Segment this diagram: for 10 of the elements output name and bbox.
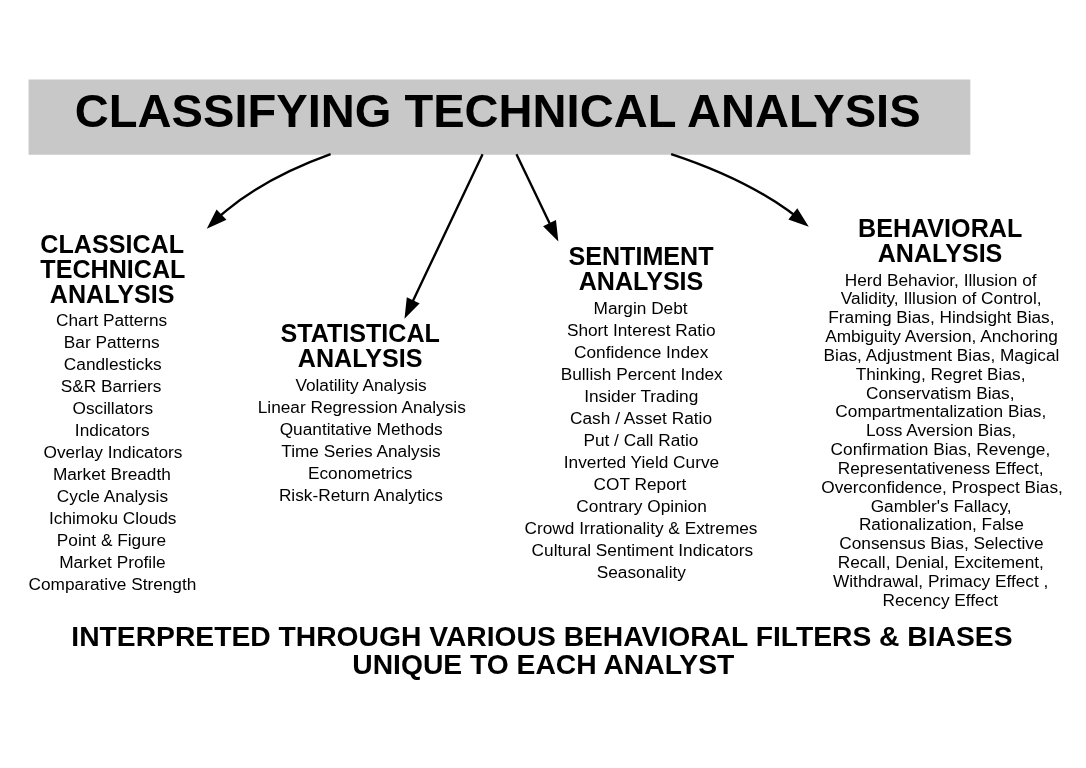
arrow <box>404 153 484 319</box>
node-text: CLASSICAL TECHNICAL ANALYSIS Chart Patterns Bar Patterns Candlesticks S&R Barriers Oscillators Indicators Overlay Indicators Market Breadth Cycle Analysis Ichimoku Clouds Point & Figure Market Profile Comparative Strength <box>28 229 197 595</box>
arrow <box>515 153 559 242</box>
node-text: SENTIMENT ANALYSIS Margin Debt Short Interest Ratio Confidence Index Bullish Percent Index Insider Trading Cash / Asset Ratio Put / Call Ratio Inverted Yield Curve COT Report Contrary Opinion Crowd Irrationality & Extremes Cultural Sentiment Indicators Seasonality <box>524 242 758 582</box>
caption: INTERPRETED THROUGH VARIOUS BEHAVIORAL FILTERS & BIASES UNIQUE TO EACH ANALYST <box>71 619 1013 681</box>
node-text: STATISTICAL ANALYSIS Volatility Analysis Linear Regression Analysis Quantitative Methods Time Series Analysis Econometrics Risk-Return Analytics <box>257 319 466 505</box>
node-box: CLASSIFYING TECHNICAL ANALYSIS <box>28 79 971 155</box>
arrow <box>670 153 809 227</box>
node-text: BEHAVIORAL ANALYSIS Herd Behavior, Illusion of Validity, Illusion of Control, Framing Bias, Hindsight Bias, Ambiguity Aversion, Anchoring Bias, Adjustment Bias, Magical Thinking, Regret Bias, Conservatism Bias, Compartmentalization Bias, Loss Aversion Bias, Confirmation Bias, Revenge, Representativeness Effect, Overconfidence, Prospect Bias, Gambler's Fallacy, Rationalization, False Consensus Bias, Selective Recall, Denial, Excitement, Withdrawal, Primacy Effect , Recency Effect <box>821 213 1063 610</box>
arrow <box>206 153 331 229</box>
